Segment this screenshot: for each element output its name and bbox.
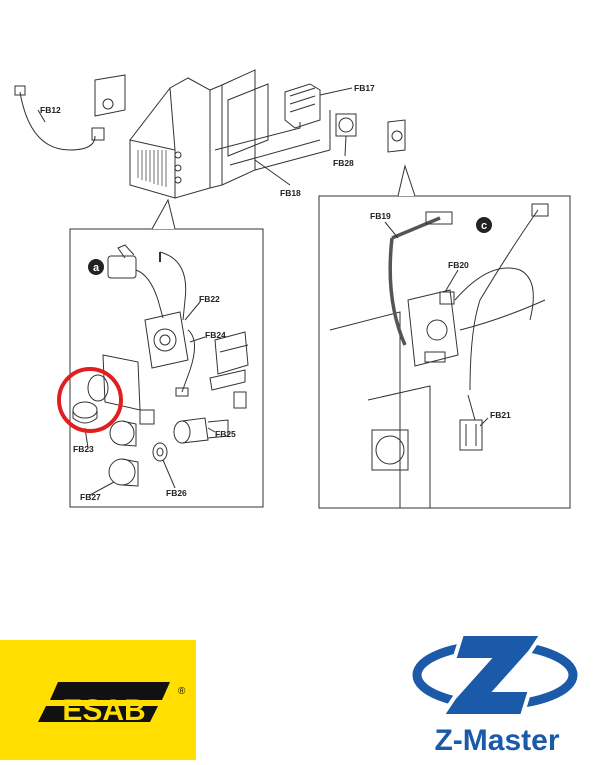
label-fb19: FB19 xyxy=(370,211,391,221)
esab-registered-mark: ® xyxy=(178,686,186,697)
label-fb25: FB25 xyxy=(215,429,236,439)
label-fb22: FB22 xyxy=(199,294,220,304)
label-fb12: FB12 xyxy=(40,105,61,115)
esab-logo: ESAB ® xyxy=(0,640,196,760)
label-fb23: FB23 xyxy=(73,444,94,454)
label-fb28: FB28 xyxy=(333,158,354,168)
callout-a: a xyxy=(88,259,104,275)
label-fb20: FB20 xyxy=(448,260,469,270)
label-fb21: FB21 xyxy=(490,410,511,420)
callout-c: c xyxy=(476,217,492,233)
svg-text:a: a xyxy=(93,262,100,274)
z-master-logo-text: Z-Master xyxy=(434,724,559,757)
esab-logo-text: ESAB xyxy=(62,694,145,727)
right-inset-parts xyxy=(329,203,549,508)
parts-diagram: a c FB12 FB17 FB28 FB18 FB19 FB20 FB21 F… xyxy=(14,69,571,509)
label-fb18: FB18 xyxy=(280,188,301,198)
left-inset-parts xyxy=(72,244,249,496)
z-master-logo: Z-Master xyxy=(400,620,600,760)
label-fb27: FB27 xyxy=(80,492,101,502)
label-fb17: FB17 xyxy=(354,83,375,93)
highlight-circle xyxy=(57,367,123,433)
left-inset-frame xyxy=(69,198,264,508)
label-fb26: FB26 xyxy=(166,488,187,498)
machine-housing xyxy=(14,69,406,199)
svg-text:c: c xyxy=(481,220,487,232)
label-fb24: FB24 xyxy=(205,330,226,340)
esab-logo-mark: ESAB ® xyxy=(38,682,186,727)
right-inset-frame xyxy=(318,164,571,509)
z-master-logo-mark: Z-Master xyxy=(412,632,578,757)
